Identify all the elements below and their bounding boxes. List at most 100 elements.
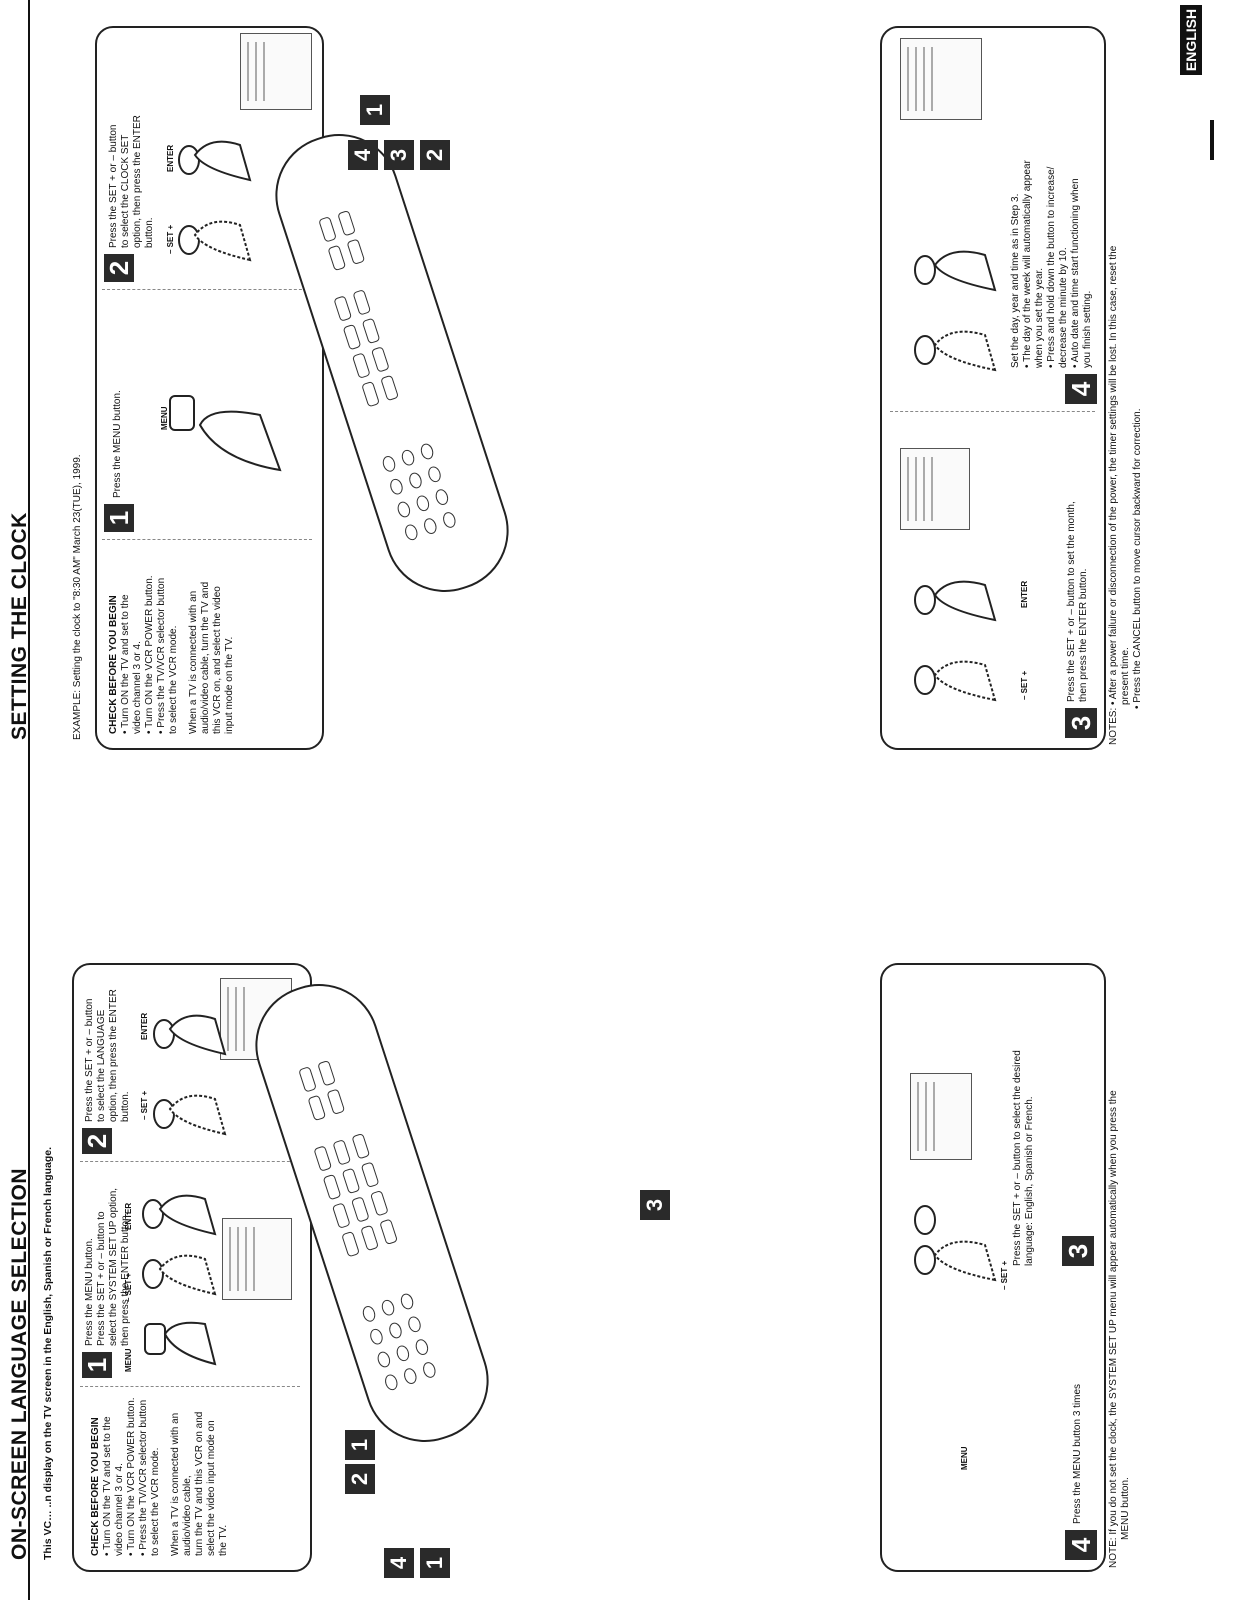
step-line: select the SYSTEM SET UP option,: [108, 1187, 119, 1346]
check-item: video channel 3 or 4.: [132, 641, 143, 734]
remote-tag: 4: [384, 1548, 414, 1578]
step-line: then press the ENTER button.: [1078, 568, 1089, 702]
check-item: to select the VCR mode.: [150, 1447, 161, 1556]
step-line: Set the day, year and time as in Step 3.: [1010, 193, 1021, 368]
clock-step4-text: Set the day, year and time as in Step 3.…: [1010, 38, 1094, 368]
step-line: • Auto date and time start functioning w…: [1070, 178, 1081, 368]
hands-pressing-set-icon: [914, 1205, 997, 1282]
language-step4-text: Press the MENU button 3 times: [1072, 1383, 1083, 1524]
step-line: to select the CLOCK SET: [120, 134, 131, 248]
language-step1-number: 1: [82, 1352, 112, 1378]
menu-label: MENU: [960, 1446, 969, 1470]
check-note-line: When a TV is connected with an: [188, 590, 199, 734]
step-line: decrease the minute by 10.: [1058, 247, 1069, 368]
step-line: then press the ENTER button.: [120, 1212, 131, 1346]
step-line: language: English, Spanish or French.: [1024, 1096, 1035, 1266]
language-step2-number: 2: [82, 1128, 112, 1154]
remote-tag: 1: [360, 95, 390, 125]
divider: [102, 539, 312, 540]
menu-label: MENU: [160, 406, 169, 430]
language-check-box: CHECK BEFORE YOU BEGIN • Turn ON the TV …: [90, 1396, 230, 1556]
clock-step4-number: 4: [1065, 374, 1097, 404]
enter-label: ENTER: [1020, 580, 1029, 608]
language-badge: ENGLISH: [1180, 5, 1202, 75]
check-item: • Press the TV/VCR selector button: [138, 1399, 149, 1556]
page-mark: [1210, 120, 1214, 160]
clock-step3-number: 3: [1065, 708, 1097, 738]
step-line: Press the SET + or – button to set the m…: [1066, 501, 1077, 702]
step-line: Press the SET + or – button to: [96, 1211, 107, 1346]
language-step3-text: Press the SET + or – button to select th…: [1012, 976, 1036, 1266]
remote-tag: 3: [384, 140, 414, 170]
step-line: when you set the year.: [1034, 267, 1045, 368]
step-line: option, then press the ENTER: [108, 989, 119, 1122]
step-line: Press the SET + or – button to select th…: [1012, 1050, 1023, 1266]
clock-step1-number: 1: [104, 504, 134, 532]
tv-screen-language-list-icon: [910, 1073, 972, 1160]
language-check-title: CHECK BEFORE YOU BEGIN: [90, 1417, 101, 1556]
check-item: • Turn ON the VCR POWER button.: [144, 575, 155, 734]
language-step3-number: 3: [1062, 1236, 1094, 1266]
hands-pressing-buttons-icon: [142, 1194, 217, 1366]
check-note-line: the TV.: [218, 1524, 229, 1556]
step-line: Press the SET + or – button: [108, 124, 119, 249]
language-step4-number: 4: [1065, 1530, 1097, 1560]
divider: [80, 1386, 300, 1387]
step-line: to select the LANGUAGE: [96, 1009, 107, 1122]
check-note-line: turn the TV and this VCR on and: [194, 1411, 205, 1556]
check-item: • Turn ON the TV and set to the: [120, 594, 131, 734]
check-note-line: When a TV is connected with an: [170, 1412, 181, 1556]
set-label: – SET +: [166, 224, 175, 254]
clock-section-title: SETTING THE CLOCK: [8, 512, 31, 740]
tv-screen-date-time-icon: [900, 38, 982, 120]
remote-tag: 4: [348, 140, 378, 170]
check-item: • Turn ON the TV and set to the: [102, 1416, 113, 1556]
note-line: NOTES: • After a power failure or discon…: [1108, 245, 1119, 745]
clock-step2-number: 2: [104, 254, 134, 282]
check-note-line: audio/video cable, turn the TV and: [200, 581, 211, 734]
remote-tag: 3: [640, 1190, 670, 1220]
clock-notes: NOTES: • After a power failure or discon…: [1108, 25, 1144, 745]
language-intro: This VC… ..n display on the TV screen in…: [42, 1146, 54, 1560]
enter-label: ENTER: [124, 1202, 133, 1230]
set-label: – SET +: [1020, 670, 1029, 700]
set-label: – SET +: [1000, 1260, 1009, 1290]
hands-pressing-set-enter-icon: [914, 250, 997, 372]
set-label: – SET +: [140, 1090, 149, 1120]
header-rule: [28, 0, 30, 1600]
check-note-line: select the video input mode on: [206, 1420, 217, 1556]
check-note-line: input mode on the TV.: [224, 636, 235, 734]
divider: [890, 411, 1095, 412]
menu-label: MENU: [124, 1348, 133, 1372]
divider: [102, 289, 312, 290]
language-step2-text: Press the SET + or – button to select th…: [84, 972, 132, 1122]
enter-label: ENTER: [140, 1012, 149, 1040]
language-note: NOTE: If you do not set the clock, the S…: [1108, 1090, 1119, 1568]
step-line: Press the SET + or – button: [84, 998, 95, 1123]
step-line: button.: [120, 1091, 131, 1122]
tv-screen-month-icon: [900, 448, 970, 530]
remote-tag: 2: [420, 140, 450, 170]
clock-check-title: CHECK BEFORE YOU BEGIN: [108, 595, 119, 734]
note-line: • Press the CANCEL button to move cursor…: [1132, 408, 1143, 709]
hands-pressing-set-enter-icon: [178, 140, 252, 262]
step-line: option, then press the ENTER: [132, 115, 143, 248]
language-step1-text: Press the MENU button. Press the SET + o…: [84, 1171, 132, 1346]
enter-label: ENTER: [166, 144, 175, 172]
set-label: – SET +: [124, 1272, 133, 1302]
remote-tag: 1: [420, 1548, 450, 1578]
divider: [80, 1161, 300, 1162]
check-item: • Press the TV/VCR selector button: [156, 577, 167, 734]
check-note-line: audio/video cable,: [182, 1475, 193, 1556]
step-line: • Press and hold down the button to incr…: [1046, 166, 1057, 368]
remote-tag: 2: [345, 1464, 375, 1494]
hands-pressing-set-enter-icon: [153, 1014, 227, 1136]
check-item: video channel 3 or 4.: [114, 1463, 125, 1556]
check-item: to select the VCR mode.: [168, 625, 179, 734]
check-note-line: this VCR on, and select the video: [212, 586, 223, 734]
check-item: • Turn ON the VCR POWER button.: [126, 1397, 137, 1556]
note-line: present time.: [1120, 647, 1131, 705]
tv-screen-clock-set-icon: [240, 33, 312, 110]
step-line: button.: [144, 217, 155, 248]
